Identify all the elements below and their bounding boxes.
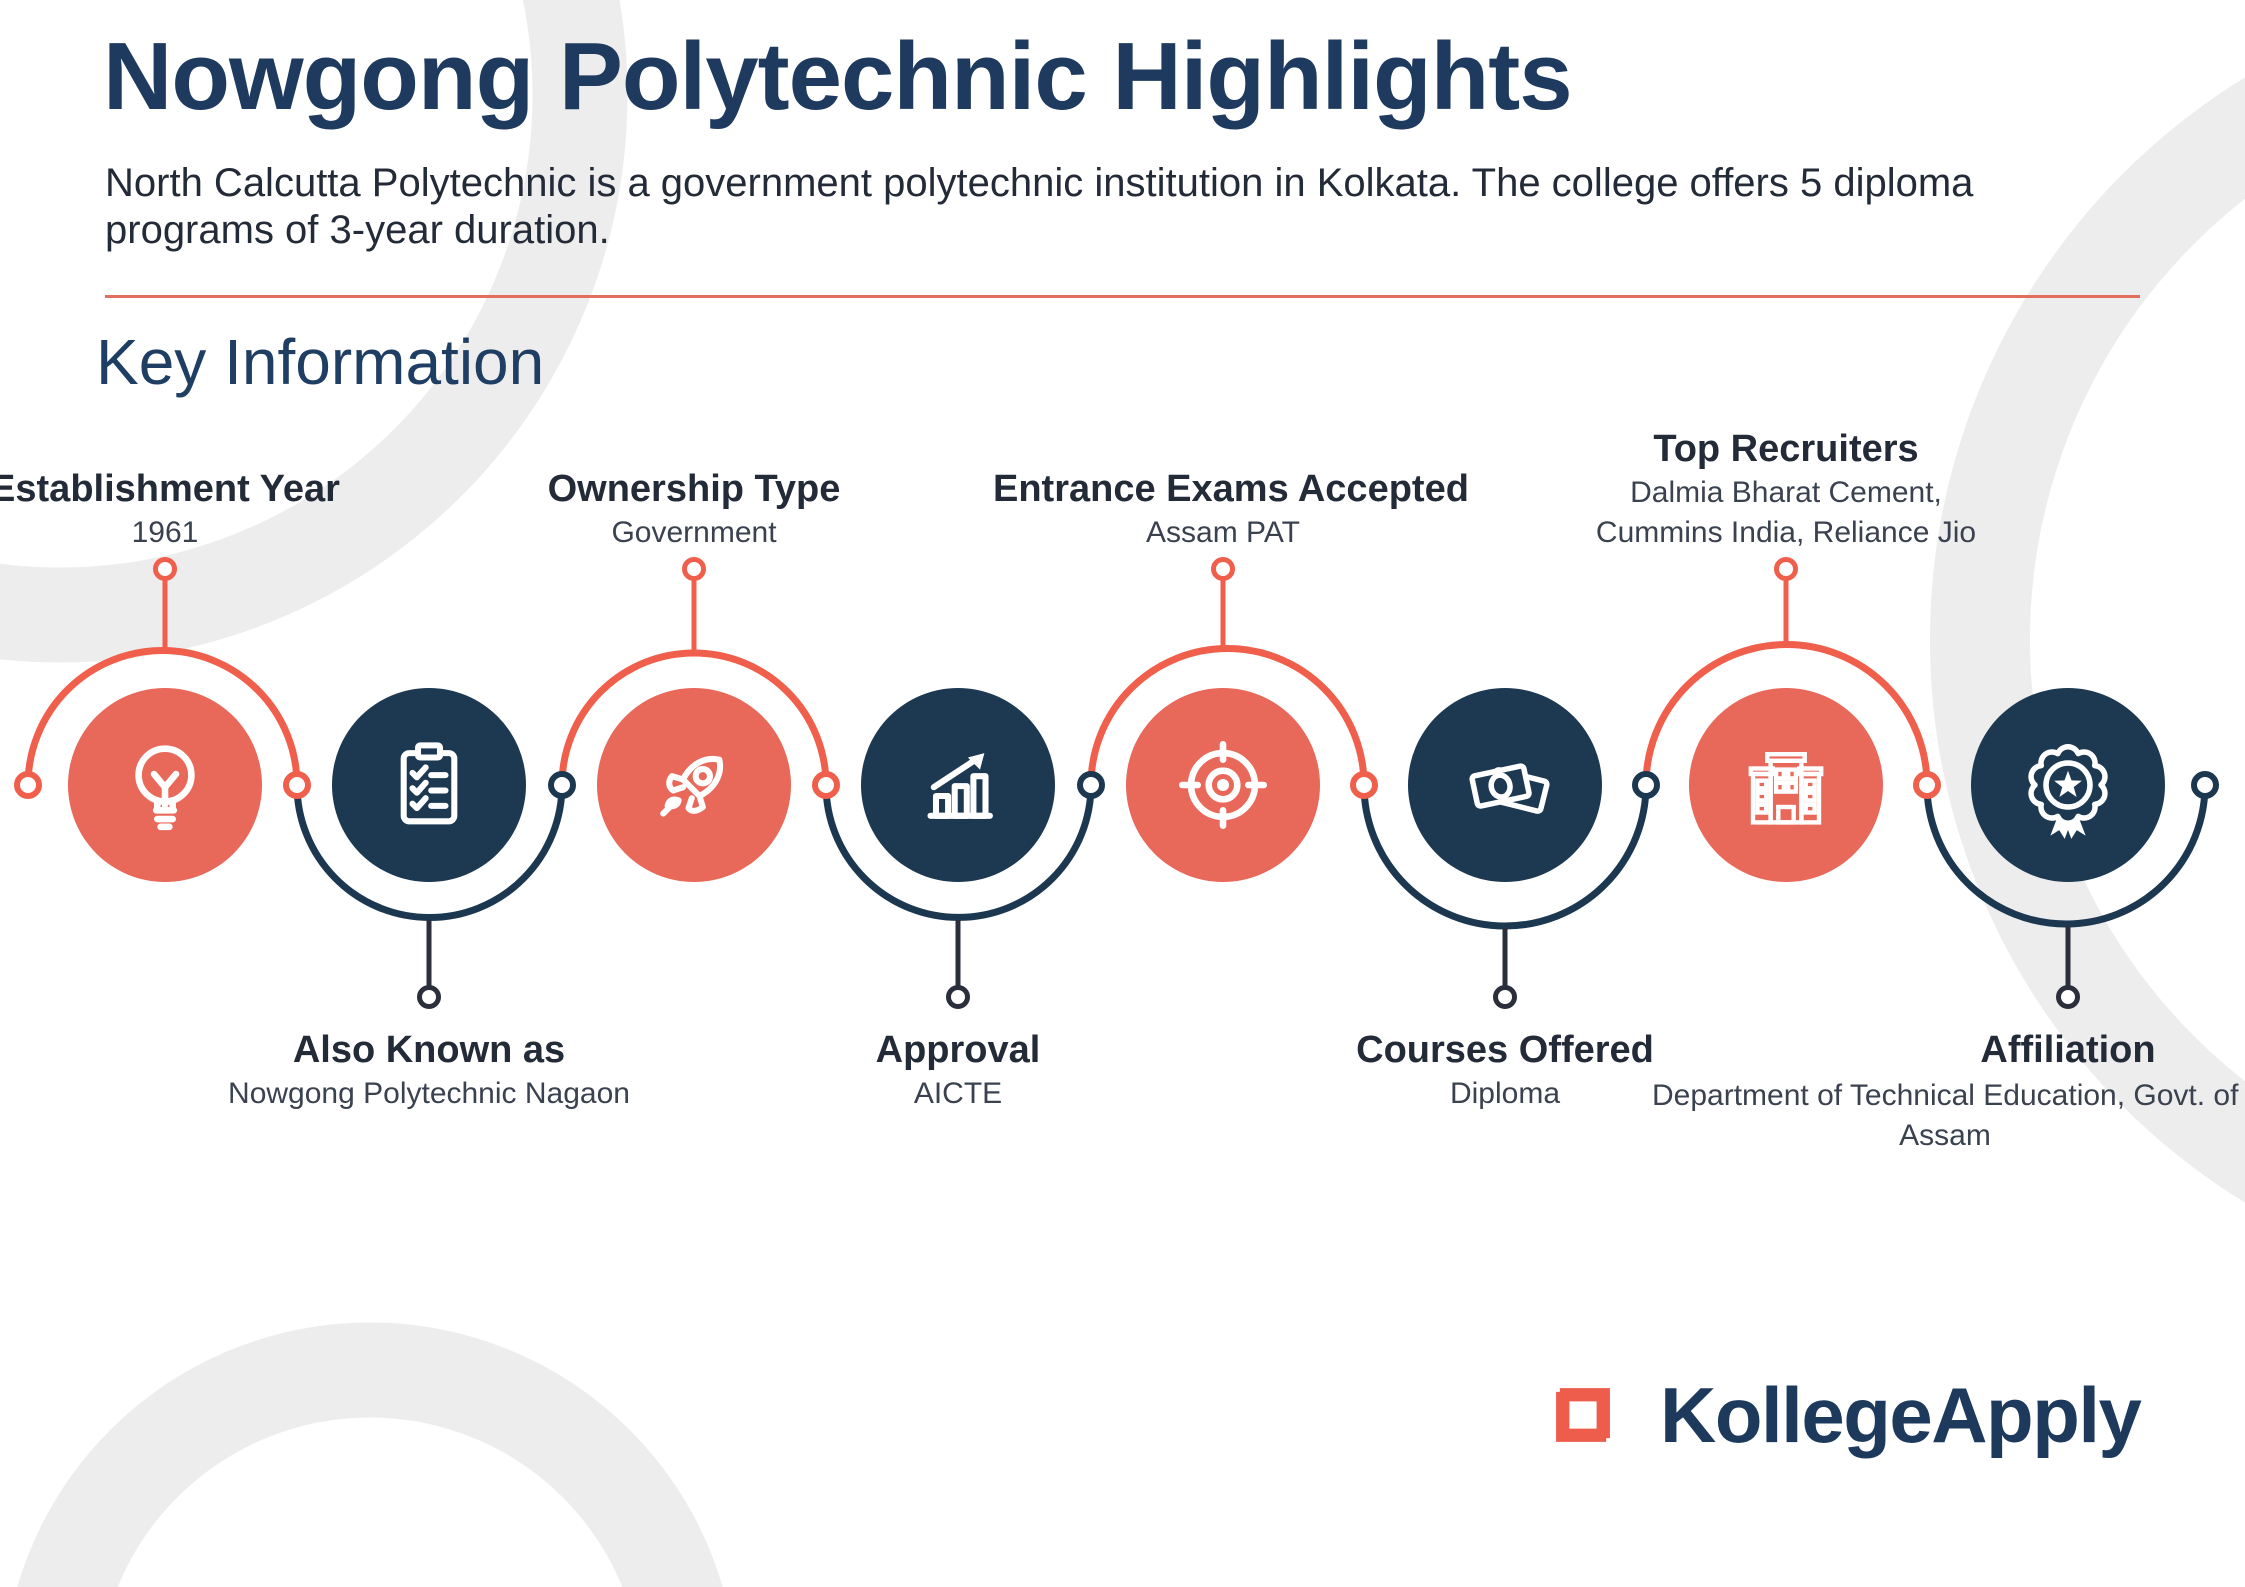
item-value: Assam PAT xyxy=(1146,516,1300,549)
brand-name: KollegeApply xyxy=(1660,1370,2142,1459)
item-title: Affiliation xyxy=(1980,1029,2156,1071)
label-establishment-year: Establishment Year 1961 xyxy=(0,403,395,553)
item-title: Approval xyxy=(875,1029,1041,1071)
arc-item-7 xyxy=(1642,641,1931,786)
arc-item-1 xyxy=(24,647,301,786)
decor-ring-top-left xyxy=(0,0,628,663)
item-value: 1961 xyxy=(131,516,199,549)
item-value: Cummins India, Reliance Jio xyxy=(1595,516,1977,549)
decor-ring-right xyxy=(1930,77,2245,1203)
item-value: Department of Technical Education, Govt.… xyxy=(1652,1079,2239,1112)
decor-ring-bottom-left xyxy=(17,1322,723,1587)
item-title: Also Known as xyxy=(292,1029,566,1071)
label-affiliation-value: Department of Technical Education, Govt.… xyxy=(1652,1076,2238,1156)
timeline-junction-dots xyxy=(14,771,2219,799)
item-value: Assam xyxy=(1899,1119,1991,1152)
rocket-icon xyxy=(660,755,724,817)
growth-chart-icon xyxy=(927,753,993,819)
item-value: Dalmia Bharat Cement, xyxy=(1630,476,1942,509)
timeline-circles xyxy=(68,688,2165,882)
item-title: Ownership Type xyxy=(547,468,841,510)
brand-logo: KollegeApply xyxy=(1540,1345,2142,1485)
arc-item-4 xyxy=(822,784,1095,921)
award-ribbon-icon xyxy=(2028,744,2108,839)
arc-item-6 xyxy=(1360,784,1650,930)
label-courses-offered: Courses Offered Diploma xyxy=(1245,1026,1765,1114)
arc-item-2 xyxy=(293,784,566,921)
circle-also-known-as xyxy=(332,688,526,882)
item-title: Courses Offered xyxy=(1356,1029,1654,1071)
arc-item-8 xyxy=(1923,784,2209,928)
item-value: Nowgong Polytechnic Nagaon xyxy=(228,1077,630,1110)
banknotes-icon xyxy=(1469,763,1550,814)
target-icon xyxy=(1179,741,1268,830)
arc-item-3 xyxy=(558,649,830,786)
item-value: AICTE xyxy=(913,1077,1003,1110)
label-entrance-exams: Entrance Exams Accepted Assam PAT xyxy=(993,403,1469,553)
page-title: Nowgong Polytechnic Highlights xyxy=(103,23,1573,130)
item-value: Diploma xyxy=(1449,1077,1561,1110)
clipboard-checklist-icon xyxy=(400,742,458,825)
label-ownership-type: Ownership Type Government xyxy=(464,403,924,553)
section-heading: Key Information xyxy=(96,326,545,398)
double-chevron-icon xyxy=(1556,1388,1610,1442)
item-value: Government xyxy=(611,516,777,549)
label-approval: Approval AICTE xyxy=(698,1026,1218,1114)
subtitle-line-2: programs of 3-year duration. xyxy=(105,208,610,252)
item-title: Top Recruiters xyxy=(1653,428,1919,470)
divider-line xyxy=(105,295,2140,298)
circle-ownership xyxy=(597,688,791,882)
item-title: Entrance Exams Accepted xyxy=(993,468,1469,510)
timeline-stems xyxy=(153,557,2080,1009)
arc-item-5 xyxy=(1087,645,1368,786)
timeline-serpentine xyxy=(24,641,2209,930)
item-title: Establishment Year xyxy=(0,468,340,510)
subtitle-line-1: North Calcutta Polytechnic is a governme… xyxy=(105,161,1974,205)
building-icon xyxy=(1748,752,1824,825)
page-subtitle: North Calcutta Polytechnic is a governme… xyxy=(105,160,2065,254)
label-also-known-as: Also Known as Nowgong Polytechnic Nagaon xyxy=(169,1026,689,1114)
label-top-recruiters: Top Recruiters Dalmia Bharat Cement, Cum… xyxy=(1556,403,2016,553)
lightbulb-icon xyxy=(135,745,195,831)
label-affiliation: Affiliation xyxy=(1848,1026,2245,1074)
